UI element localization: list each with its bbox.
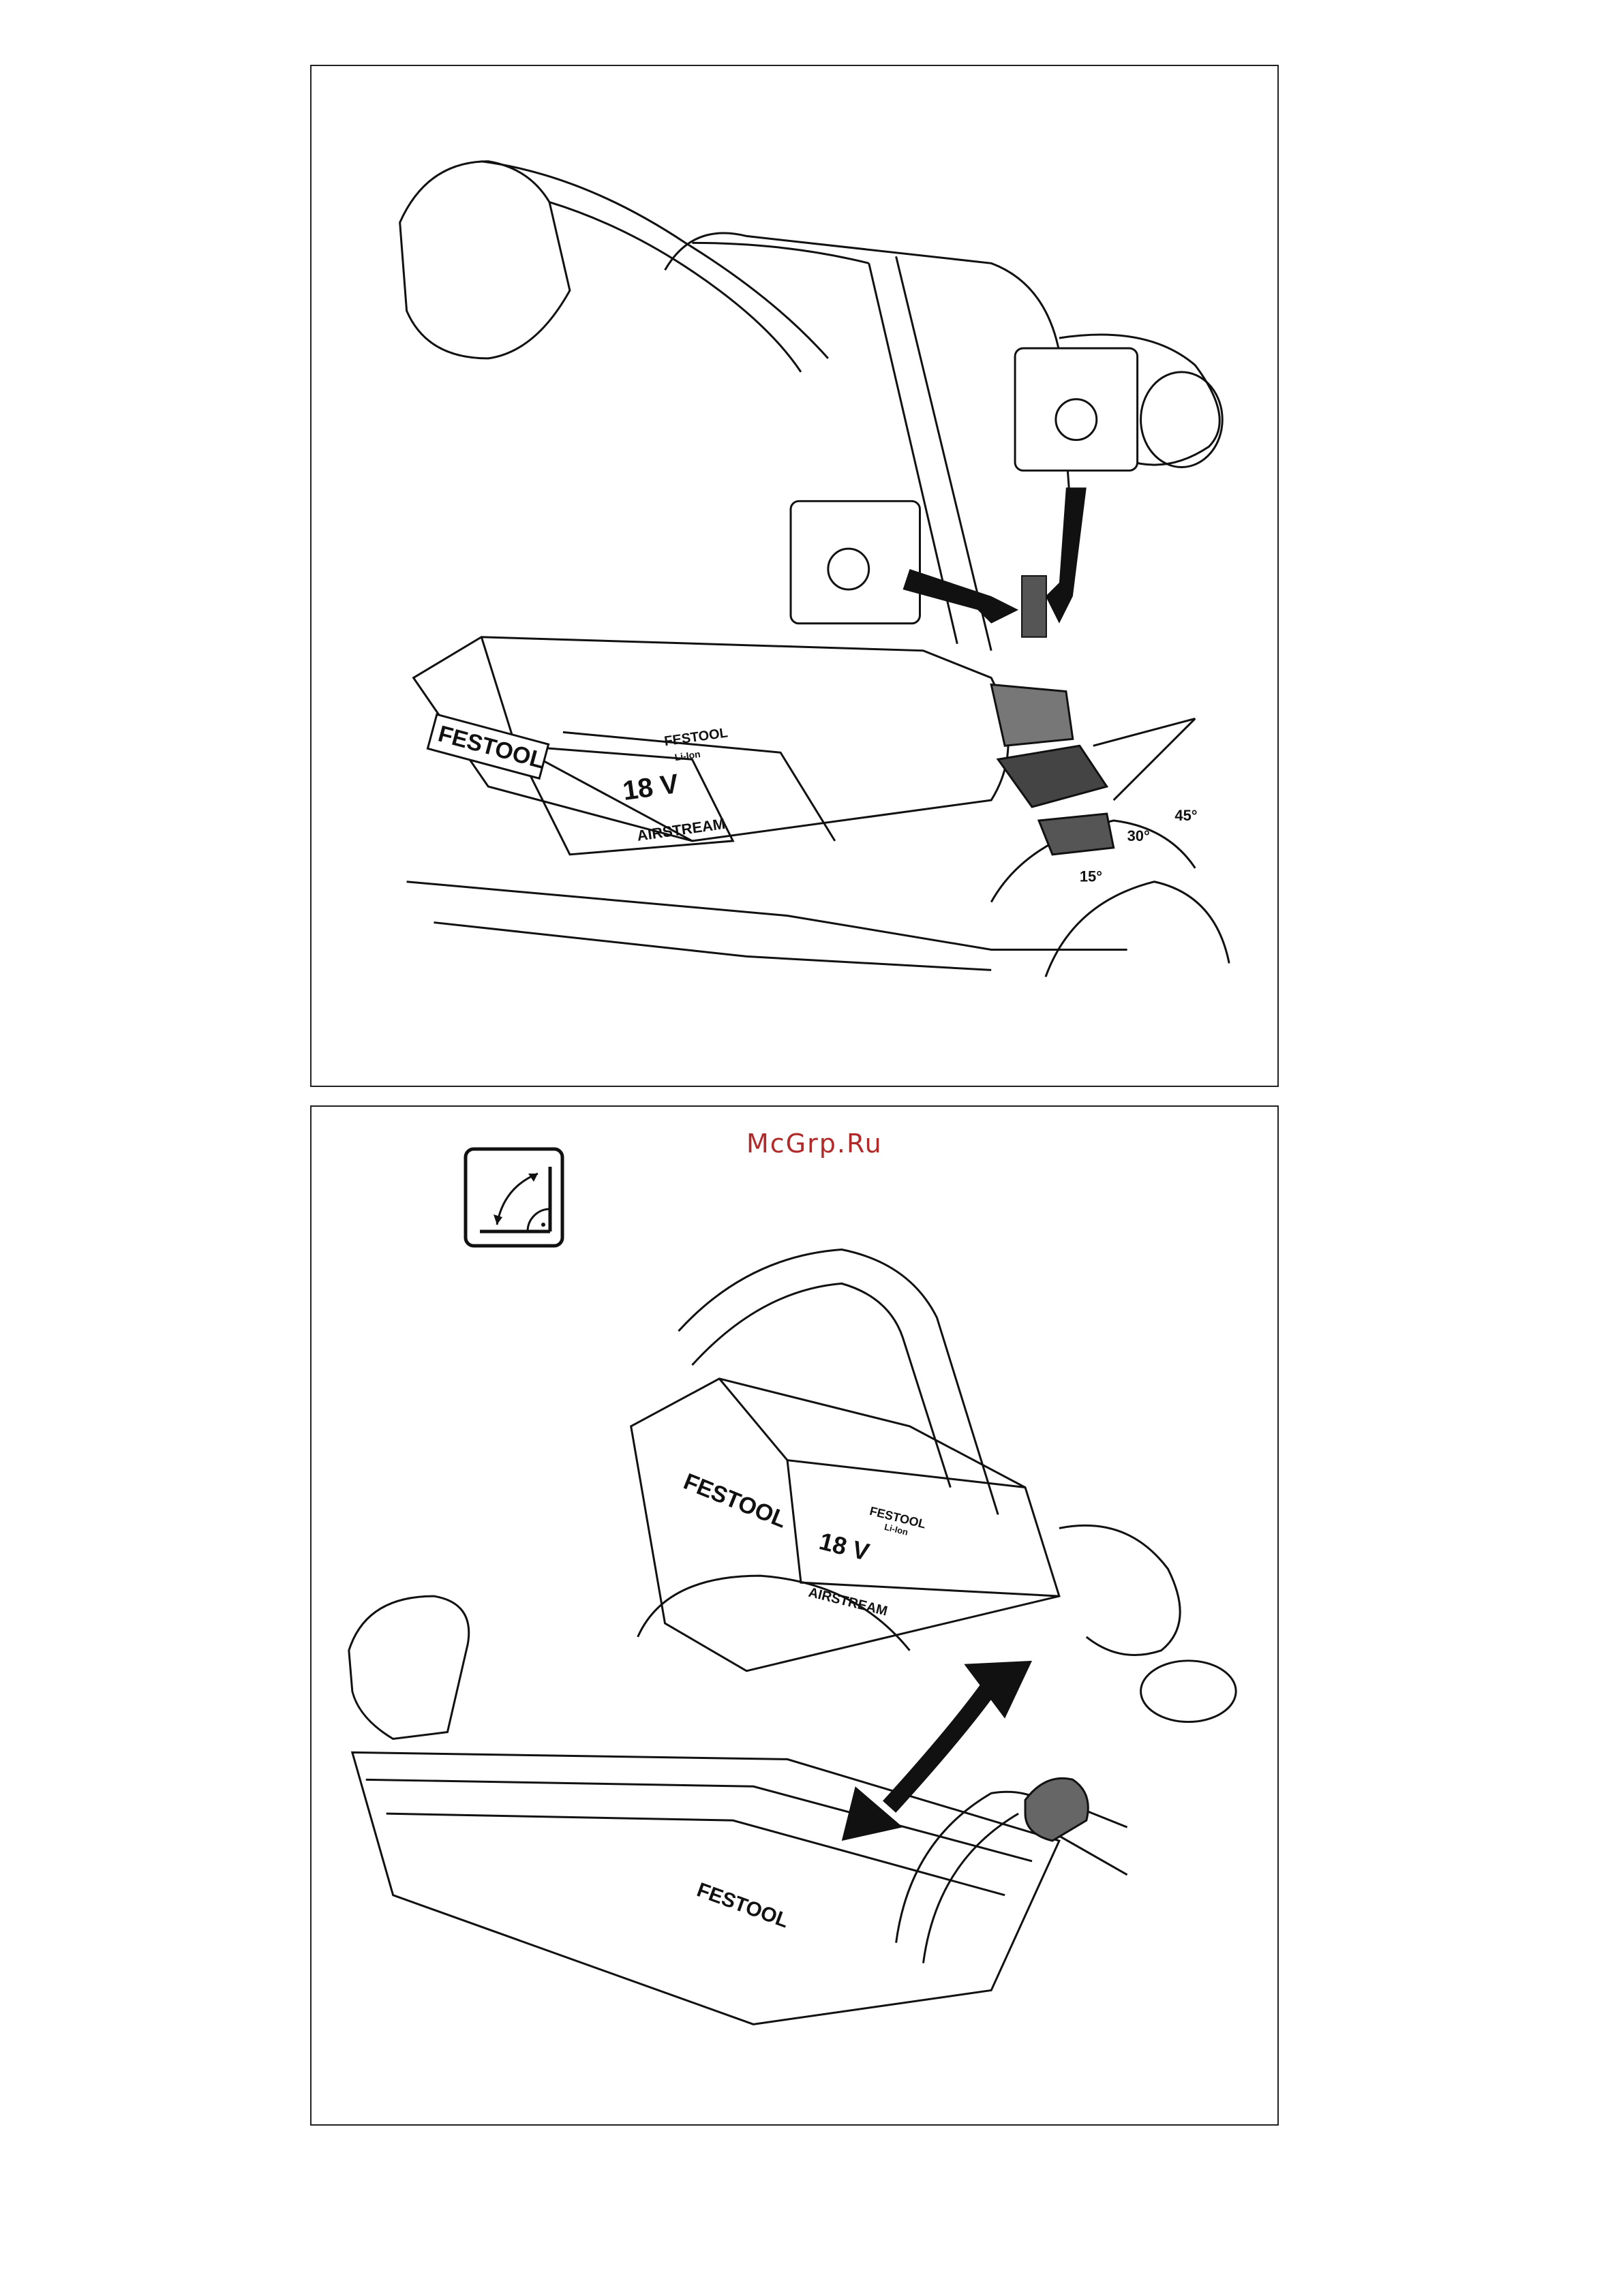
arrow-down-icon	[1046, 487, 1087, 623]
figure-panel-bottom: FESTOOL 18 V AIRSTREAM FESTOOL Li-Ion FE…	[310, 1105, 1279, 2126]
bevel-scale-mark-30: 30°	[1127, 827, 1150, 844]
voltage-label-bottom: 18 V	[817, 1527, 872, 1566]
airstream-label-top: AIRSTREAM	[636, 815, 727, 844]
brand-label-bottom: FESTOOL	[680, 1469, 790, 1533]
figure-panel-top: 15° 30° 45° FESTOOL 18 V AIRSTREAM FESTO…	[310, 65, 1279, 1087]
watermark: McGrp.Ru	[746, 1129, 883, 1159]
rear-handle	[400, 162, 570, 358]
circular-saw-illustration-bottom: FESTOOL 18 V AIRSTREAM FESTOOL Li-Ion FE…	[312, 1107, 1277, 2124]
bevel-lock-knob	[1025, 1778, 1088, 1841]
voltage-label-top: 18 V	[621, 769, 681, 806]
battery-sub-label-top: Li-Ion	[674, 748, 701, 763]
airstream-label-bottom: AIRSTREAM	[807, 1585, 889, 1619]
bevel-scale-mark-45: 45°	[1174, 807, 1197, 824]
bevel-scale-mark-15: 15°	[1080, 868, 1102, 885]
slider-lock	[1022, 576, 1046, 637]
rotate-arrow-icon	[890, 1685, 992, 1807]
base-brand-label-bottom: FESTOOL	[694, 1878, 791, 1932]
circular-saw-illustration-top: 15° 30° 45° FESTOOL 18 V AIRSTREAM FESTO…	[312, 66, 1277, 1086]
